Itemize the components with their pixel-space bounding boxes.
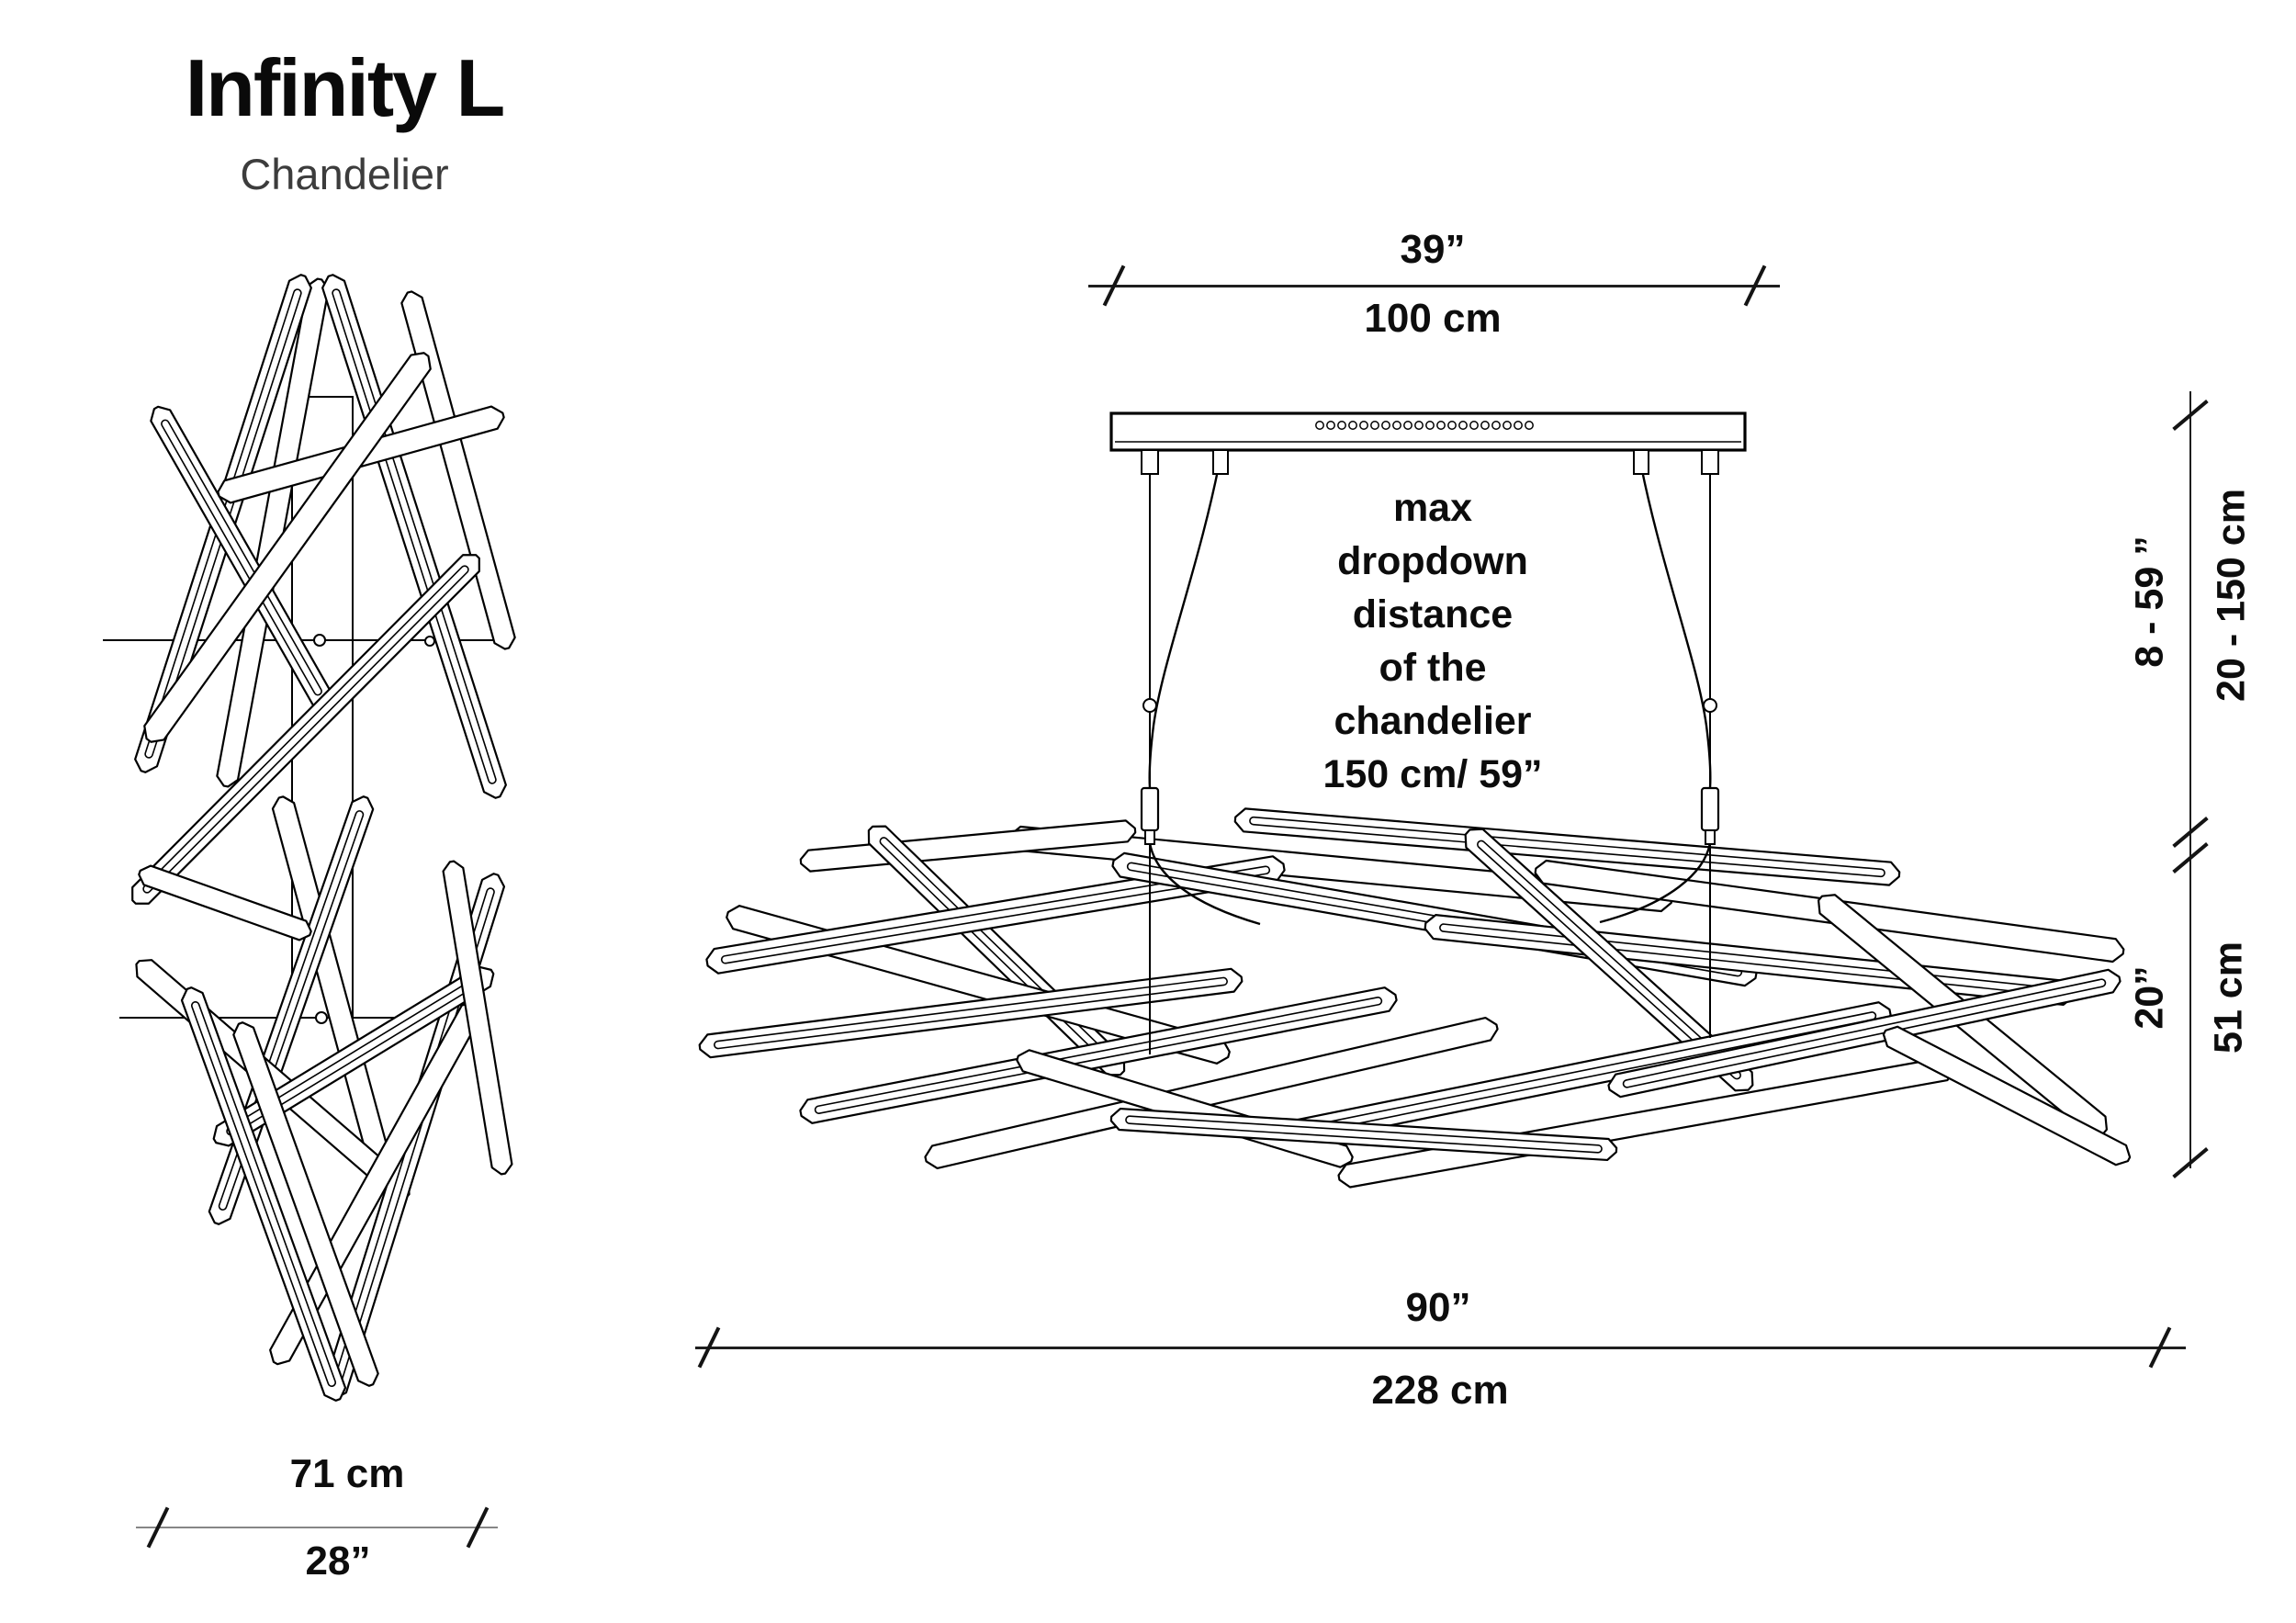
wire-socket-tip	[1705, 829, 1716, 845]
canopy-hole	[1491, 421, 1501, 430]
canopy-hole	[1447, 421, 1457, 430]
note-line: dropdown	[1337, 539, 1528, 583]
canopy-hole	[1480, 421, 1490, 430]
note-line: distance	[1352, 592, 1514, 637]
light-rod	[143, 352, 432, 743]
light-rod	[799, 986, 1398, 1124]
light-rod	[698, 967, 1244, 1059]
hanger-fitting	[1633, 449, 1649, 475]
dim-dropdown-cm: 20 - 150 cm	[2209, 489, 2254, 702]
dim-overall-width-line	[695, 1347, 2186, 1349]
dim-overall-width-inches: 90”	[1405, 1285, 1471, 1330]
cable-gripper	[1142, 698, 1157, 713]
cable-gripper	[1703, 698, 1717, 713]
page-title: Infinity L	[185, 42, 506, 133]
hanger-fitting	[1701, 449, 1719, 475]
canopy-hole	[1370, 421, 1379, 430]
light-rod	[216, 277, 330, 788]
power-cord	[1148, 842, 1261, 926]
note-line: chandelier	[1334, 699, 1532, 743]
dim-canopy-width-line	[1088, 285, 1780, 287]
canopy-hole	[1315, 421, 1324, 430]
note-line: max	[1392, 486, 1473, 530]
dim-canopy-width-cm: 100 cm	[1364, 296, 1502, 341]
cable-gripper	[424, 636, 435, 647]
power-cord	[1637, 451, 1712, 789]
note-line: 150 cm/ 59”	[1322, 752, 1543, 796]
light-rod	[232, 1021, 379, 1387]
canopy-hole	[1348, 421, 1357, 430]
light-rod	[705, 855, 1286, 975]
dim-canopy-width-inches: 39”	[1400, 227, 1466, 272]
canopy-hole	[1326, 421, 1335, 430]
canopy-hole	[1414, 421, 1424, 430]
dim-body-height-cm: 51 cm	[2206, 941, 2251, 1054]
canopy-hole	[1514, 421, 1523, 430]
product-header: Infinity L Chandelier	[129, 48, 560, 199]
dim-top-view-width-line	[136, 1527, 498, 1528]
light-rod	[400, 290, 516, 650]
light-rod	[442, 860, 513, 1176]
light-rod	[799, 819, 1137, 873]
light-rod	[131, 554, 480, 905]
light-rod	[1233, 807, 1901, 886]
power-cord	[1599, 842, 1712, 924]
wire-socket-tip	[1144, 829, 1155, 845]
top-view-drawing	[103, 274, 516, 1402]
wire-socket	[1140, 786, 1160, 832]
dim-vertical-line	[2189, 391, 2191, 1168]
canopy-hole	[1359, 421, 1368, 430]
canopy-hole	[1403, 421, 1412, 430]
front-view-drawing	[698, 411, 2132, 1189]
canopy-bar	[1109, 411, 1747, 452]
light-rod	[1464, 828, 1754, 1092]
canopy-hole	[1458, 421, 1468, 430]
dim-dropdown-inches: 8 - 59 ”	[2127, 535, 2172, 668]
dim-top-view-width-inches: 28”	[305, 1538, 371, 1584]
hanger-fitting	[1141, 449, 1159, 475]
cable-gripper	[313, 634, 326, 647]
canopy-hole	[1503, 421, 1512, 430]
dim-top-view-width-cm: 71 cm	[289, 1451, 405, 1496]
canopy-hole	[1469, 421, 1479, 430]
note-line: of the	[1379, 646, 1487, 690]
light-rod	[180, 986, 347, 1402]
light-rod	[924, 1017, 1499, 1169]
canopy-hole	[1337, 421, 1346, 430]
canopy-hole	[1436, 421, 1446, 430]
canopy-hole	[1525, 421, 1534, 430]
light-rod	[1882, 1025, 2132, 1167]
power-cord	[1148, 451, 1223, 789]
page-subtitle: Chandelier	[240, 150, 449, 198]
cable-gripper	[315, 1011, 328, 1024]
light-rod	[138, 864, 312, 941]
canopy-hole	[1381, 421, 1390, 430]
dim-body-height-inches: 20”	[2127, 965, 2172, 1030]
max-dropdown-note: max dropdown distance of the chandelier …	[1322, 481, 1542, 801]
canopy-hole	[1425, 421, 1435, 430]
hanger-fitting	[1212, 449, 1229, 475]
canopy-hole	[1392, 421, 1401, 430]
light-rod	[1607, 968, 2122, 1099]
wire-socket	[1700, 786, 1720, 832]
light-rod	[1109, 1107, 1618, 1162]
dim-overall-width-cm: 228 cm	[1371, 1368, 1509, 1413]
